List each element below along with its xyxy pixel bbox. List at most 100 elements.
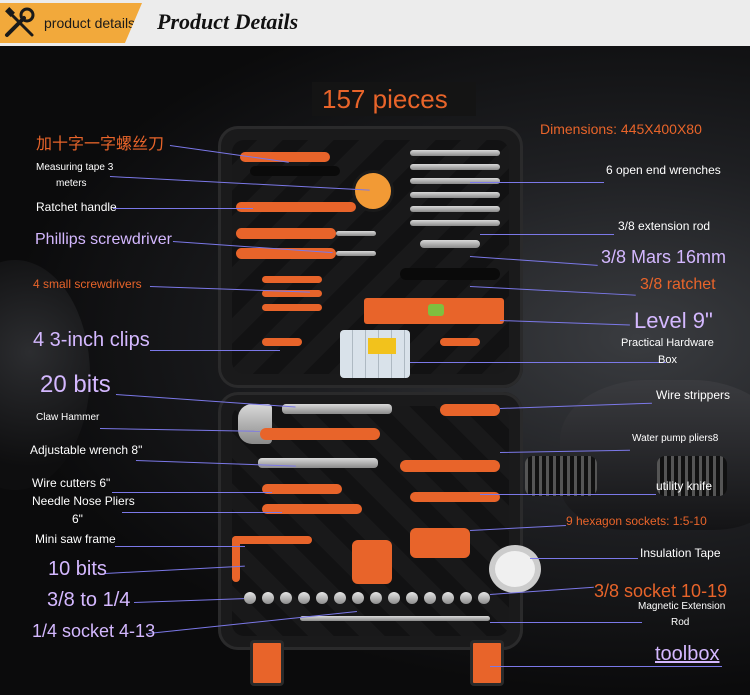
screwdriver-shaft [336,251,376,256]
label-socket14: 1/4 socket 4-13 [32,621,156,641]
label-slotted-phillips: 加十字一字螺丝刀 [36,136,165,153]
leader-line [470,182,604,183]
level-vial [428,304,444,316]
saw-frame [232,536,312,544]
label-water-pump: Water pump pliers8 [632,433,719,444]
small-screwdriver [262,290,322,297]
label-adapter: 3/8 to 1/4 [47,589,131,611]
screwdriver-handle [352,540,392,584]
adjustable-wrench [258,458,378,468]
wrench [410,164,500,170]
ratchet-handle [236,202,356,212]
needle-nose-pliers [262,504,362,514]
wrench [410,178,500,184]
label-bits20: 20 bits [40,371,111,398]
piece-count: 157 pieces [322,84,448,114]
wire-cutters [262,484,342,494]
leader-line [112,492,272,493]
label-ratchet38: 3/8 ratchet [640,276,716,293]
leader-line [150,350,280,351]
label-claw-hammer: Claw Hammer [36,412,100,423]
socket [280,592,292,604]
label-mars: 3/8 Mars 16mm [601,247,727,267]
clip [440,338,480,346]
leader-line [122,512,282,513]
socket [316,592,328,604]
socket [262,592,274,604]
label-utility-knife: utility knife [656,479,713,493]
wrench [410,150,500,156]
hex-key-set [410,528,470,558]
socket [442,592,454,604]
screwdriver [236,248,336,259]
car-grille [657,456,727,496]
product-details-tag: product details [0,3,142,43]
leader-line [480,494,656,495]
label-adj-wrench: Adjustable wrench 8" [30,443,143,457]
label-insulation: Insulation Tape [640,546,721,560]
water-pump-pliers [400,460,500,472]
car-silhouette-right [560,380,750,530]
label-needle-nose: Needle Nose Pliers [32,494,135,508]
leader-line [490,622,642,623]
bit-strip [282,404,392,414]
label-hex-sockets: 9 hexagon sockets: 1:5-10 [566,514,707,528]
label-wire-strippers: Wire strippers [656,388,731,402]
label-ratchet-handle: Ratchet handle [36,200,117,214]
label-mini-saw: Mini saw frame [35,532,116,546]
tag-label: product details [44,15,136,31]
pieces-box [312,82,476,116]
leader-line [113,208,253,209]
small-screwdriver [262,276,322,283]
wrench [410,192,500,198]
label-hardware-box-2: Box [658,354,677,366]
clip [262,338,302,346]
label-small-screwdrivers: 4 small screwdrivers [33,277,142,291]
saw-frame [232,536,240,582]
label-bits10: 10 bits [48,558,107,580]
spirit-level [364,298,504,324]
extension-rod [420,240,480,248]
screwdriver [236,228,336,239]
hardware-box [340,330,410,378]
socket [460,592,472,604]
hardware-box-items [368,338,396,354]
socket [370,592,382,604]
leader-line [480,234,614,235]
label-measuring-tape: Measuring tape 3 [36,162,114,173]
screwdriver-shaft [336,231,376,236]
small-screwdriver [262,304,322,311]
wrench [410,206,500,212]
magnetic-extension-rod [300,616,490,621]
socket [244,592,256,604]
socket [334,592,346,604]
label-measuring-tape-2: meters [56,178,87,189]
socket [478,592,490,604]
label-hardware-box: Practical Hardware [621,337,714,349]
leader-line [530,558,638,559]
page-title: Product Details [157,9,299,34]
insulation-tape [489,545,541,593]
label-clips: 4 3-inch clips [33,329,150,351]
label-magnetic-2: Rod [671,617,690,628]
label-toolbox: toolbox [655,643,720,665]
case-latch [470,640,504,686]
screwdriver [250,166,340,176]
utility-knife [410,492,500,502]
leader-line [490,666,722,667]
wrench [410,220,500,226]
label-needle-nose-2: 6" [72,512,83,526]
label-level: Level 9" [634,308,713,333]
hammer-handle [260,428,380,440]
case-latch [250,640,284,686]
label-phillips: Phillips screwdriver [35,231,172,248]
label-dimensions: Dimensions: 445X400X80 [540,121,702,137]
label-wire-cutters: Wire cutters 6" [32,476,111,490]
ratchet [400,268,500,280]
header-bar: product details Product Details [0,0,750,46]
socket [424,592,436,604]
label-magnetic: Magnetic Extension [638,601,726,612]
wrench-screwdriver-icon [5,7,35,37]
socket [298,592,310,604]
